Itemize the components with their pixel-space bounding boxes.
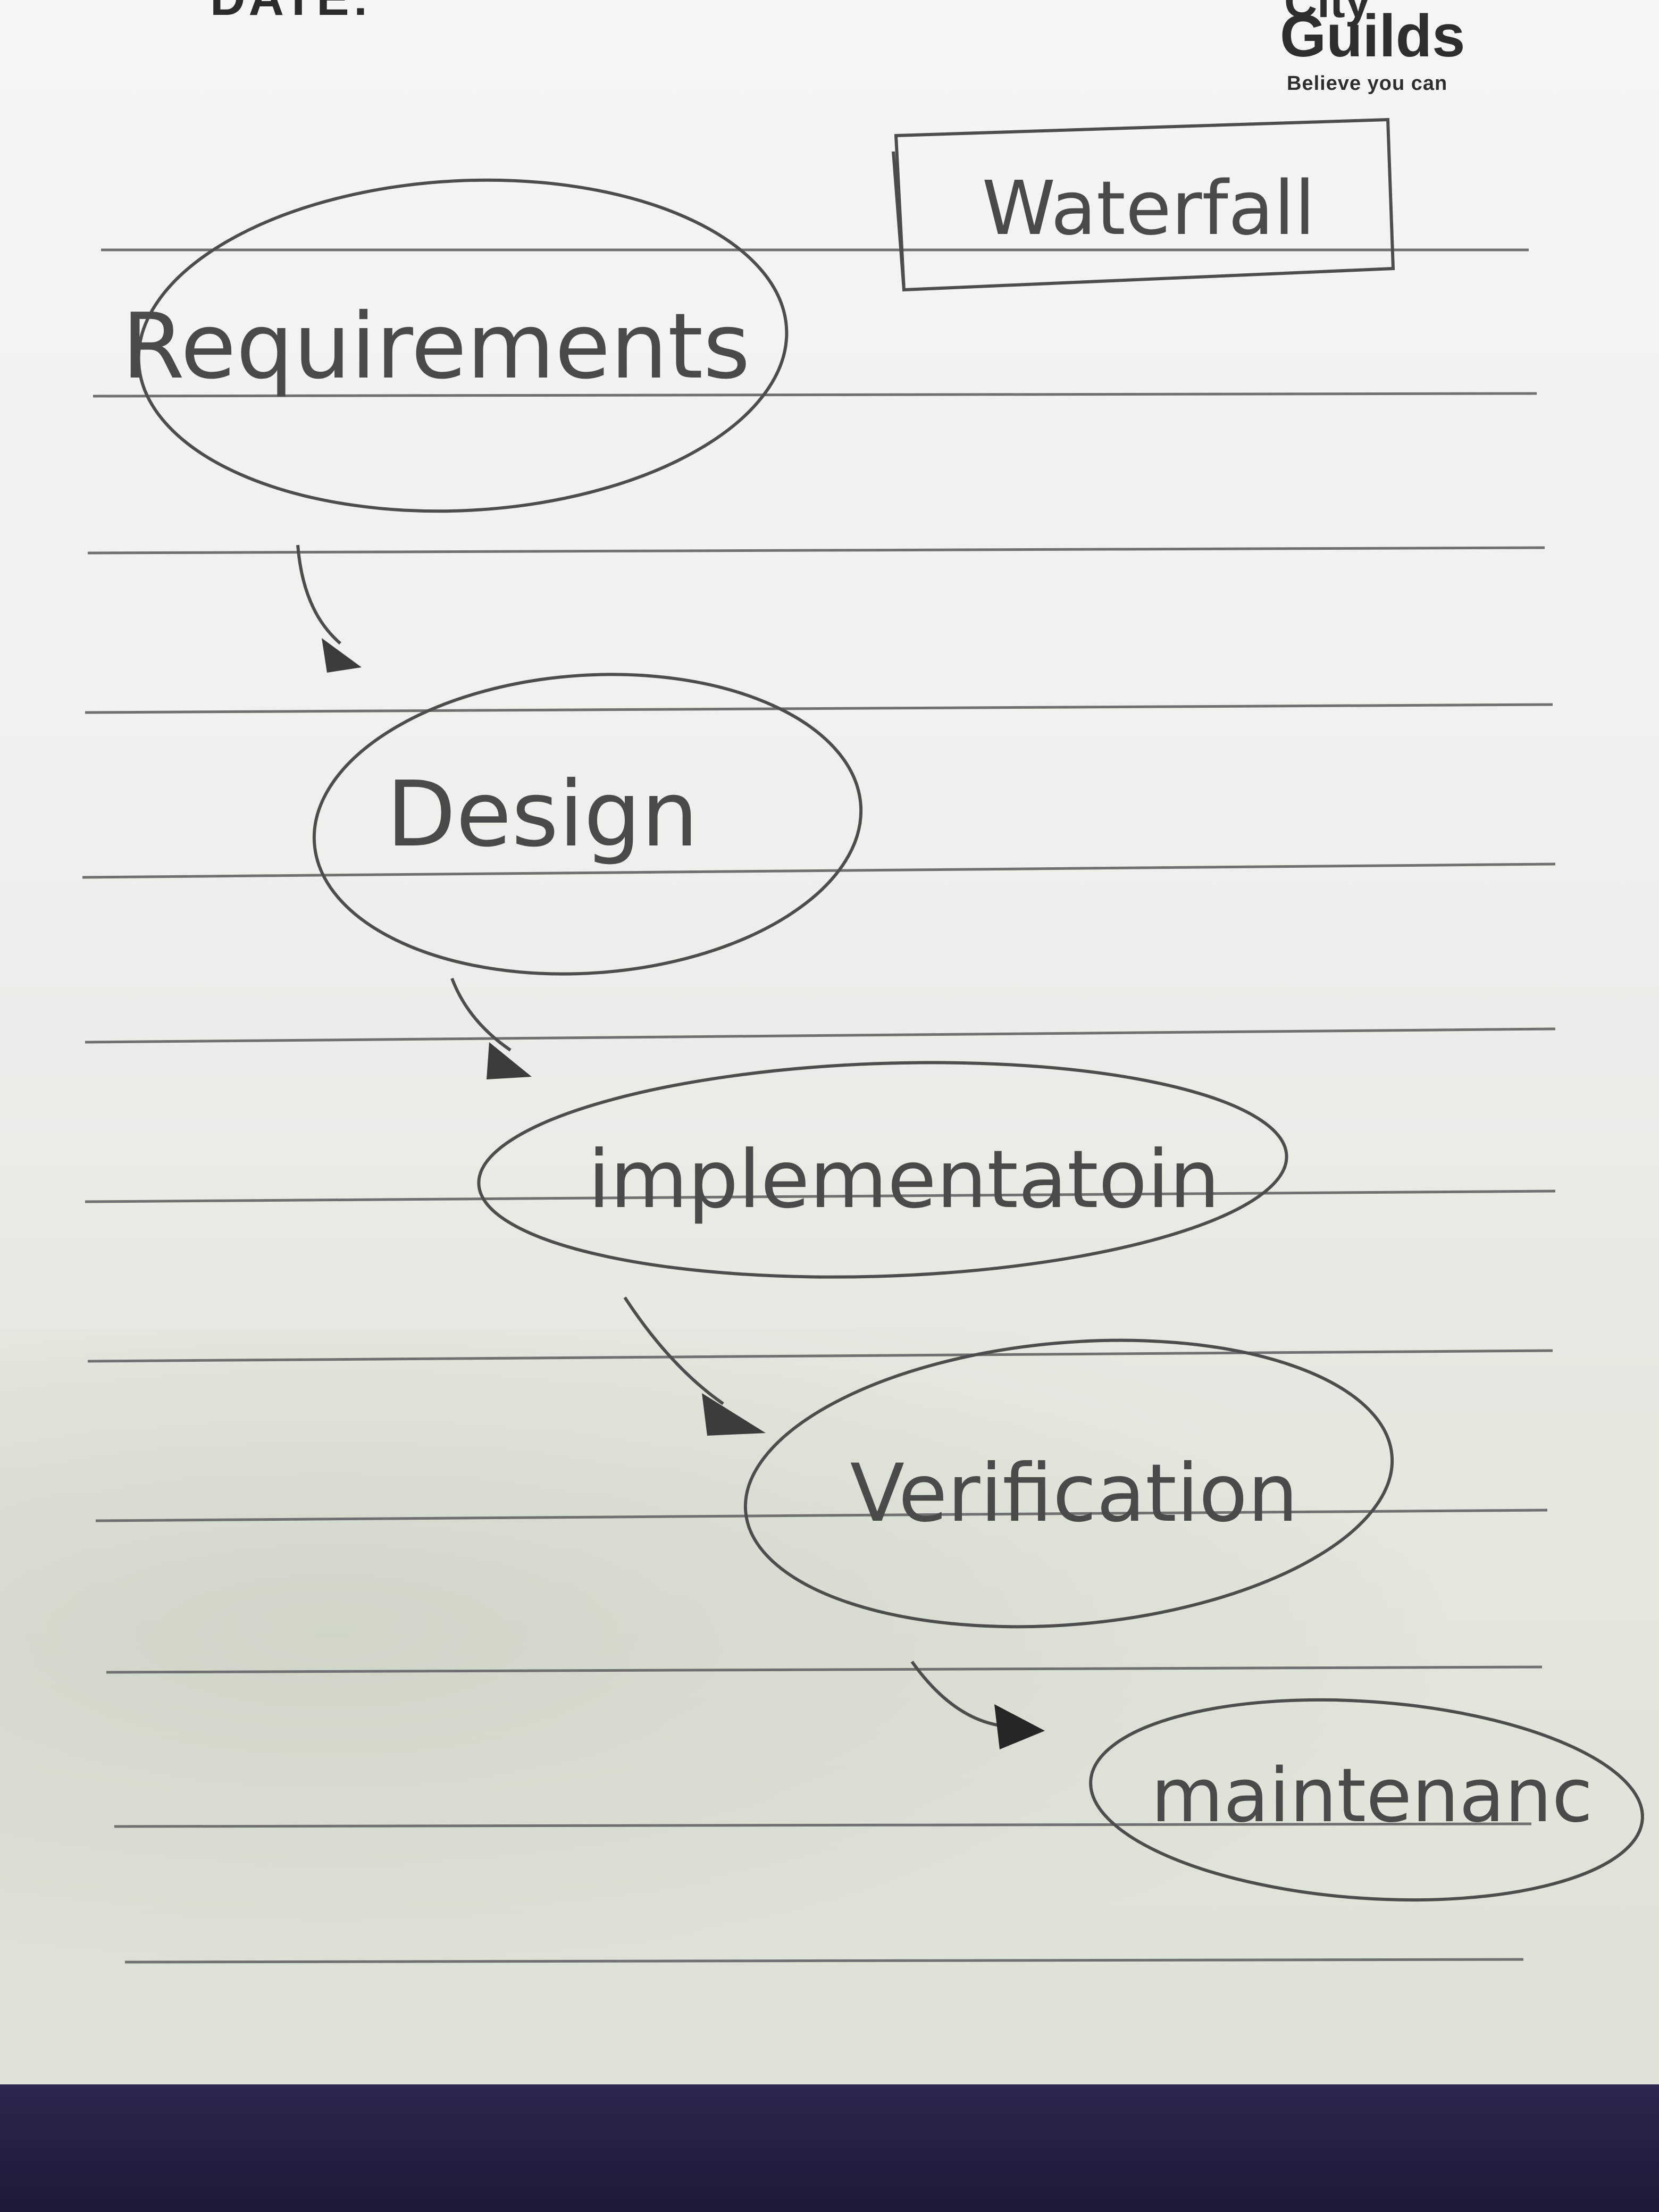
arrow-head-icon	[994, 1704, 1045, 1749]
logo-tagline: Believe you can	[1287, 72, 1448, 95]
stage-verification: Verification	[743, 1338, 1394, 1629]
notebook-page	[0, 0, 1659, 2084]
title-box-outline	[892, 118, 1395, 292]
stage-bubble	[312, 673, 863, 976]
background-cloth	[0, 2084, 1659, 2212]
city-guilds-logo: City Guilds Believe you can	[1273, 0, 1523, 106]
stage-label: Verification	[850, 1447, 1298, 1540]
ruled-line	[124, 1958, 1524, 1964]
logo-main-text: Guilds	[1280, 3, 1465, 69]
stage-label: implementatoin	[588, 1134, 1220, 1226]
stage-maintenance: maintenanc	[1089, 1698, 1644, 1902]
date-label: DATE:	[210, 0, 372, 27]
ruled-line	[106, 1665, 1543, 1674]
stage-requirements: Requirements	[122, 178, 789, 513]
ruled-line	[93, 392, 1537, 398]
ruled-line	[114, 1822, 1532, 1828]
arrow-connector	[296, 544, 362, 673]
arrow-head-icon	[487, 1042, 532, 1079]
diagram-title: Waterfall	[982, 165, 1316, 252]
ruled-line	[85, 703, 1553, 714]
logo-top-text: City	[1284, 0, 1371, 27]
ruled-line	[95, 1509, 1548, 1522]
ruled-line	[85, 1189, 1556, 1203]
arrow-head-icon	[322, 638, 362, 673]
ruled-line	[85, 1027, 1556, 1044]
stage-bubble	[477, 1061, 1288, 1279]
ruled-line	[87, 546, 1545, 555]
stage-bubble	[137, 178, 789, 513]
stage-design: Design	[312, 673, 863, 976]
arrow-head-icon	[702, 1393, 766, 1436]
stage-bubble	[1089, 1698, 1644, 1902]
stage-bubble	[743, 1338, 1394, 1629]
waterfall-sketch: Waterfall Requirements Design implementa…	[82, 118, 1644, 1964]
arrow-connector	[450, 977, 532, 1079]
ruled-line	[82, 862, 1556, 879]
ruled-line	[87, 1349, 1553, 1363]
stage-label: Requirements	[122, 294, 750, 399]
arrow-connector	[623, 1296, 766, 1436]
stage-label: Design	[387, 762, 699, 867]
stage-implementation: implementatoin	[477, 1061, 1288, 1279]
ruled-lines	[82, 248, 1556, 1964]
title-box: Waterfall	[892, 118, 1395, 292]
arrow-connector	[910, 1661, 1045, 1749]
stage-label: maintenanc	[1151, 1753, 1593, 1839]
